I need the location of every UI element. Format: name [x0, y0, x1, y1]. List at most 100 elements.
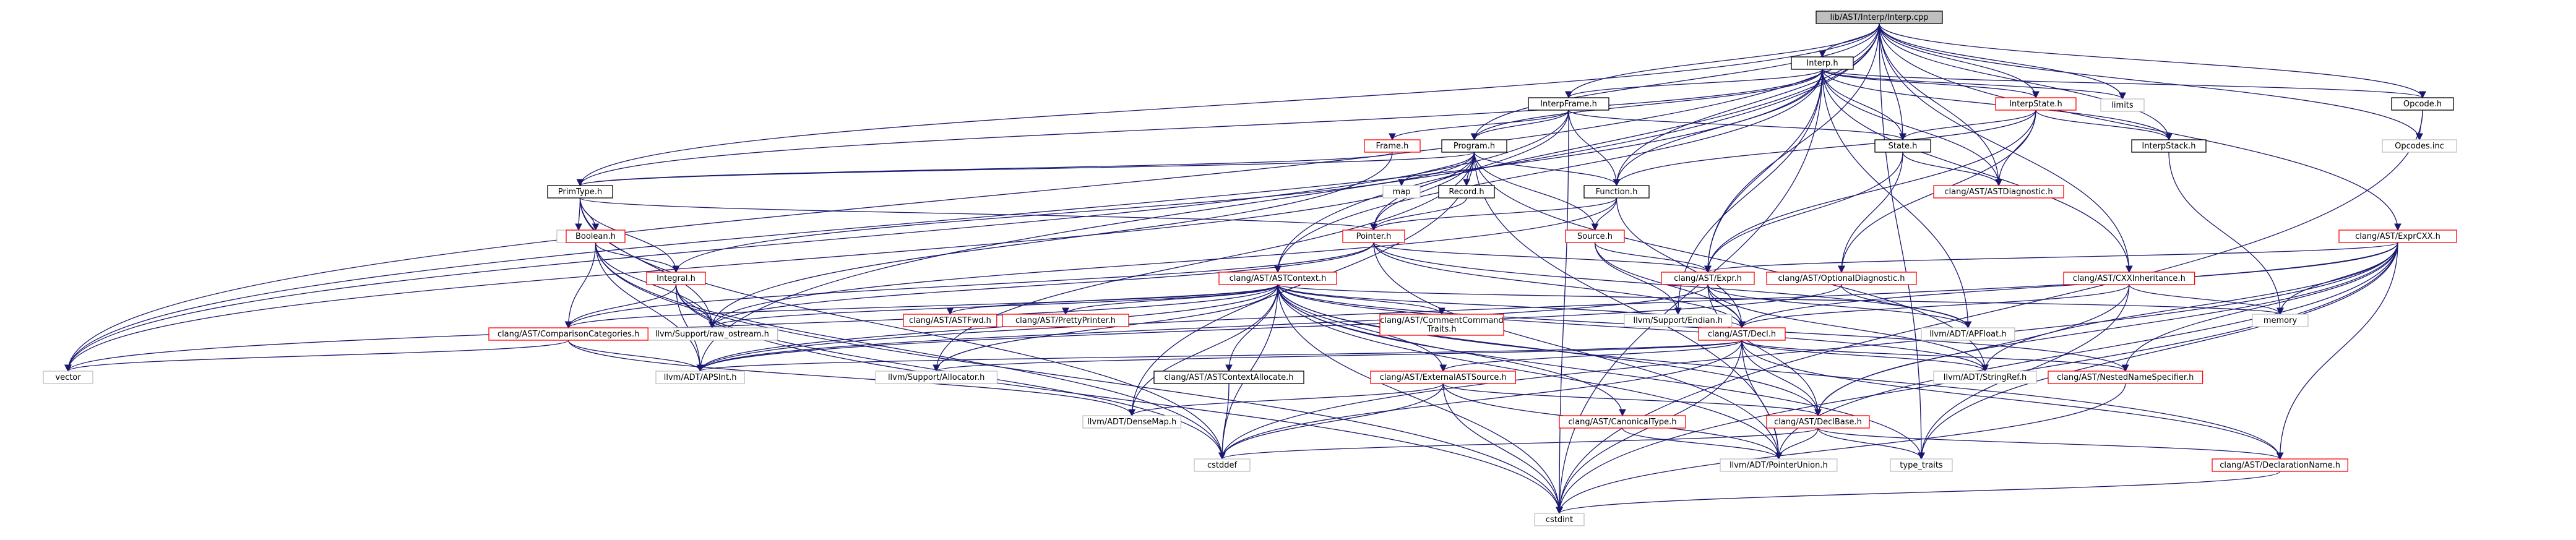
node-declarationname[interactable]: clang/AST/DeclarationName.h — [2212, 458, 2348, 472]
node-cstdint[interactable]: cstdint — [1534, 513, 1585, 526]
node-box — [1791, 56, 1854, 70]
edge-exprcxx-to-declarationname — [2276, 242, 2398, 460]
edge-astcontext-to-declarationname — [1277, 284, 2284, 460]
edge-source-to-expr — [1594, 242, 1712, 273]
node-apsint[interactable]: llvm/ADT/APSInt.h — [655, 371, 745, 384]
edge-interp-to-expr — [1704, 69, 1823, 273]
node-box — [1766, 272, 1917, 285]
node-label: clang/AST/ExternalASTSource.h — [1380, 373, 1507, 382]
node-label: Record.h — [1449, 187, 1484, 197]
node-primtype[interactable]: PrimType.h — [547, 185, 613, 199]
node-expr[interactable]: clang/AST/Expr.h — [1661, 272, 1755, 285]
edge-state-to-optionaldiagnostic — [1838, 152, 1903, 273]
edge-boolean-to-cstddef — [595, 242, 1226, 460]
node-opcodesinc[interactable]: Opcodes.inc — [2382, 139, 2457, 153]
node-interpstack[interactable]: InterpStack.h — [2131, 139, 2207, 153]
node-allocator[interactable]: llvm/Support/Allocator.h — [875, 371, 998, 384]
edge-root-to-primtype — [576, 23, 1880, 187]
node-interpframe[interactable]: InterpFrame.h — [1528, 97, 1609, 111]
node-decl[interactable]: clang/AST/Decl.h — [1698, 327, 1786, 341]
node-interpstate[interactable]: InterpState.h — [1995, 97, 2077, 111]
node-prettyprinter[interactable]: clang/AST/PrettyPrinter.h — [1002, 314, 1129, 327]
node-label: clang/AST/OptionalDiagnostic.h — [1778, 274, 1905, 283]
edge-cxxinheritance-to-memory — [2129, 284, 2284, 315]
node-cstddef[interactable]: cstddef — [1194, 458, 1251, 472]
node-record[interactable]: Record.h — [1438, 185, 1495, 199]
node-box — [1370, 371, 1517, 384]
node-box — [2212, 458, 2348, 472]
node-root[interactable]: lib/AST/Interp/Interp.cpp — [1816, 11, 1943, 24]
node-memory[interactable]: memory — [2252, 314, 2309, 327]
node-typetraits[interactable]: type_traits — [1890, 458, 1953, 472]
node-astdiagnostic[interactable]: clang/AST/ASTDiagnostic.h — [1933, 185, 2064, 199]
node-astcontextallocate[interactable]: clang/AST/ASTContextAllocate.h — [1153, 371, 1304, 384]
node-box — [2391, 97, 2454, 111]
node-pointer[interactable]: Pointer.h — [1342, 229, 1405, 243]
edge-astcontextallocate-to-cstddef — [1218, 383, 1230, 460]
edge-root-to-opcodesinc — [1879, 23, 2423, 141]
node-stringref[interactable]: llvm/ADT/StringRef.h — [1933, 371, 2037, 384]
node-rawostream[interactable]: llvm/Support/raw_ostream.h — [646, 327, 778, 341]
node-integral[interactable]: Integral.h — [646, 272, 706, 285]
node-box — [1624, 314, 1733, 327]
node-label: clang/AST/Expr.h — [1674, 274, 1742, 283]
edge-expr-to-declbase — [1707, 284, 1822, 417]
edge-interpframe-to-vector — [64, 109, 1569, 372]
edge-comparisoncategories-to-densemap — [567, 340, 1135, 417]
edge-root-to-interpstack — [1879, 23, 2173, 141]
node-label: clang/AST/Decl.h — [1708, 330, 1776, 339]
node-label: Function.h — [1596, 187, 1638, 197]
edge-decl-to-allocator — [933, 340, 1742, 372]
edge-decl-to-apsint — [697, 340, 1742, 372]
node-pointerunion[interactable]: llvm/ADT/PointerUnion.h — [1720, 458, 1838, 472]
node-label: llvm/ADT/StringRef.h — [1944, 373, 2027, 382]
node-limits[interactable]: limits — [2100, 98, 2145, 112]
node-state[interactable]: State.h — [1874, 139, 1931, 153]
node-densemap[interactable]: llvm/ADT/DenseMap.h — [1082, 415, 1182, 429]
node-nestednamespecifier[interactable]: clang/AST/NestedNameSpecifier.h — [2048, 371, 2203, 384]
edge-pointer-to-comparisoncategories — [564, 242, 1374, 329]
node-comparisoncategories[interactable]: clang/AST/ComparisonCategories.h — [488, 327, 648, 341]
node-box — [1583, 185, 1650, 199]
edge-cxxinheritance-to-decl — [1738, 284, 2130, 329]
node-externalastsource[interactable]: clang/AST/ExternalASTSource.h — [1370, 371, 1517, 384]
node-map[interactable]: map — [1382, 185, 1421, 199]
edge-externalastsource-to-densemap — [1128, 383, 1444, 417]
node-vector[interactable]: vector — [43, 371, 93, 384]
node-program[interactable]: Program.h — [1441, 139, 1507, 153]
node-cxxinheritance[interactable]: clang/AST/CXXInheritance.h — [2063, 272, 2195, 285]
edges-layer — [64, 23, 2426, 515]
node-source[interactable]: Source.h — [1565, 229, 1625, 243]
edge-decl-to-declarationname — [1741, 340, 2284, 460]
edge-decl-to-nestednamespecifier — [1741, 340, 2129, 372]
node-canonicaltype[interactable]: clang/AST/CanonicalType.h — [1559, 415, 1686, 429]
edge-interp-to-cxxinheritance — [1822, 69, 2133, 273]
node-endian[interactable]: llvm/Support/Endian.h — [1624, 314, 1733, 327]
node-astcontext[interactable]: clang/AST/ASTContext.h — [1218, 272, 1337, 285]
edge-astcontext-to-densemap — [1128, 284, 1278, 417]
node-astfwd[interactable]: clang/AST/ASTFwd.h — [903, 314, 997, 327]
node-function[interactable]: Function.h — [1583, 185, 1650, 199]
edge-comparisoncategories-to-apsint — [567, 340, 704, 372]
node-boolean[interactable]: Boolean.h — [566, 229, 626, 243]
edge-root-to-interpframe — [1565, 23, 1880, 99]
node-declbase[interactable]: clang/AST/DeclBase.h — [1766, 415, 1870, 429]
edge-astcontext-to-commandtraits — [1277, 284, 1445, 315]
node-box — [1194, 458, 1251, 472]
edge-optionaldiagnostic-to-apfloat — [1841, 284, 1972, 329]
edge-pointer-to-expr — [1373, 242, 1712, 273]
node-interp[interactable]: Interp.h — [1791, 56, 1854, 70]
node-opcode[interactable]: Opcode.h — [2391, 97, 2454, 111]
edge-root-to-apsint — [696, 23, 1880, 372]
node-frame[interactable]: Frame.h — [1364, 139, 1421, 153]
node-apfloat[interactable]: llvm/ADT/APFloat.h — [1921, 327, 2015, 341]
edge-program-to-integral — [672, 152, 1475, 273]
node-label: llvm/ADT/APFloat.h — [1929, 330, 2006, 339]
node-label: Program.h — [1454, 142, 1495, 151]
node-label: Traits.h — [1426, 325, 1456, 334]
edge-primtype-to-pointer — [579, 197, 1377, 231]
node-exprcxx[interactable]: clang/AST/ExprCXX.h — [2338, 229, 2457, 243]
node-optionaldiagnostic[interactable]: clang/AST/OptionalDiagnostic.h — [1766, 272, 1917, 285]
node-label: cstddef — [1207, 461, 1238, 470]
